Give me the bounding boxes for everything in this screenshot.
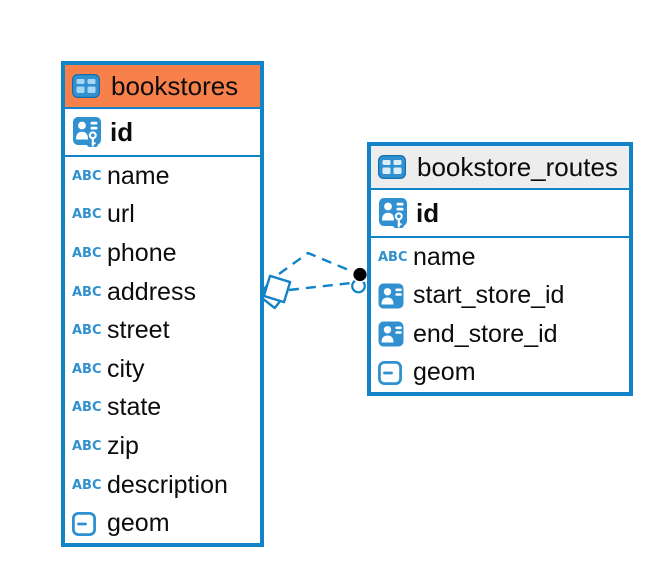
relationship-line-lower[interactable] (288, 281, 352, 292)
text-type-icon: ABC (72, 245, 102, 261)
table-bookstores-header[interactable]: bookstores (65, 65, 260, 109)
column-row-pk[interactable]: id (371, 190, 629, 238)
column-row[interactable]: end_store_id (371, 315, 629, 354)
column-label: name (413, 242, 476, 271)
column-row[interactable]: geom (65, 504, 260, 543)
column-row[interactable]: ABC phone (65, 234, 260, 273)
column-label: state (107, 393, 162, 422)
column-label: street (107, 316, 170, 345)
primary-key-icon (378, 197, 408, 230)
column-row[interactable]: ABC url (65, 196, 260, 235)
table-icon (378, 155, 406, 179)
text-type-icon: ABC (72, 477, 102, 493)
column-row[interactable]: ABC city (65, 350, 260, 389)
column-label: geom (413, 358, 476, 387)
text-type-icon: ABC (72, 284, 102, 300)
relationship-dot-marker (351, 266, 369, 294)
column-label: phone (107, 238, 177, 267)
column-row-pk[interactable]: id (65, 109, 260, 157)
column-row[interactable]: geom (371, 354, 629, 393)
text-type-icon: ABC (72, 438, 102, 454)
table-icon (72, 74, 100, 98)
column-row[interactable]: start_store_id (371, 277, 629, 316)
reference-type-icon (378, 283, 410, 309)
column-label: zip (107, 431, 139, 460)
geometry-type-icon (378, 360, 410, 385)
relationship-line-upper[interactable] (278, 251, 352, 275)
text-type-icon: ABC (378, 249, 408, 265)
column-row[interactable]: ABC name (65, 157, 260, 196)
table-title: bookstores (111, 70, 239, 101)
column-row[interactable]: ABC address (65, 273, 260, 312)
text-type-icon: ABC (72, 323, 102, 339)
column-label: name (107, 161, 170, 190)
column-row[interactable]: ABC state (65, 389, 260, 428)
column-row[interactable]: ABC description (65, 466, 260, 505)
column-label: id (110, 116, 134, 147)
table-bookstore-routes[interactable]: bookstore_routes id ABC name (367, 142, 633, 396)
reference-type-icon (378, 321, 410, 347)
column-label: geom (107, 509, 170, 538)
primary-key-icon (72, 116, 102, 149)
column-label: url (107, 200, 135, 229)
column-row[interactable]: ABC street (65, 311, 260, 350)
column-label: city (107, 354, 145, 383)
column-label: address (107, 277, 196, 306)
table-bookstore-routes-header[interactable]: bookstore_routes (371, 146, 629, 190)
column-label: end_store_id (413, 319, 558, 348)
table-bookstores[interactable]: bookstores id ABC name (61, 61, 264, 547)
text-type-icon: ABC (72, 168, 102, 184)
text-type-icon: ABC (72, 400, 102, 416)
column-row[interactable]: ABC name (371, 238, 629, 277)
text-type-icon: ABC (72, 361, 102, 377)
column-label: id (416, 197, 440, 228)
column-row[interactable]: ABC zip (65, 427, 260, 466)
column-label: start_store_id (413, 281, 565, 310)
text-type-icon: ABC (72, 207, 102, 223)
column-label: description (107, 470, 228, 499)
table-title: bookstore_routes (417, 151, 618, 182)
geometry-type-icon (72, 511, 104, 536)
